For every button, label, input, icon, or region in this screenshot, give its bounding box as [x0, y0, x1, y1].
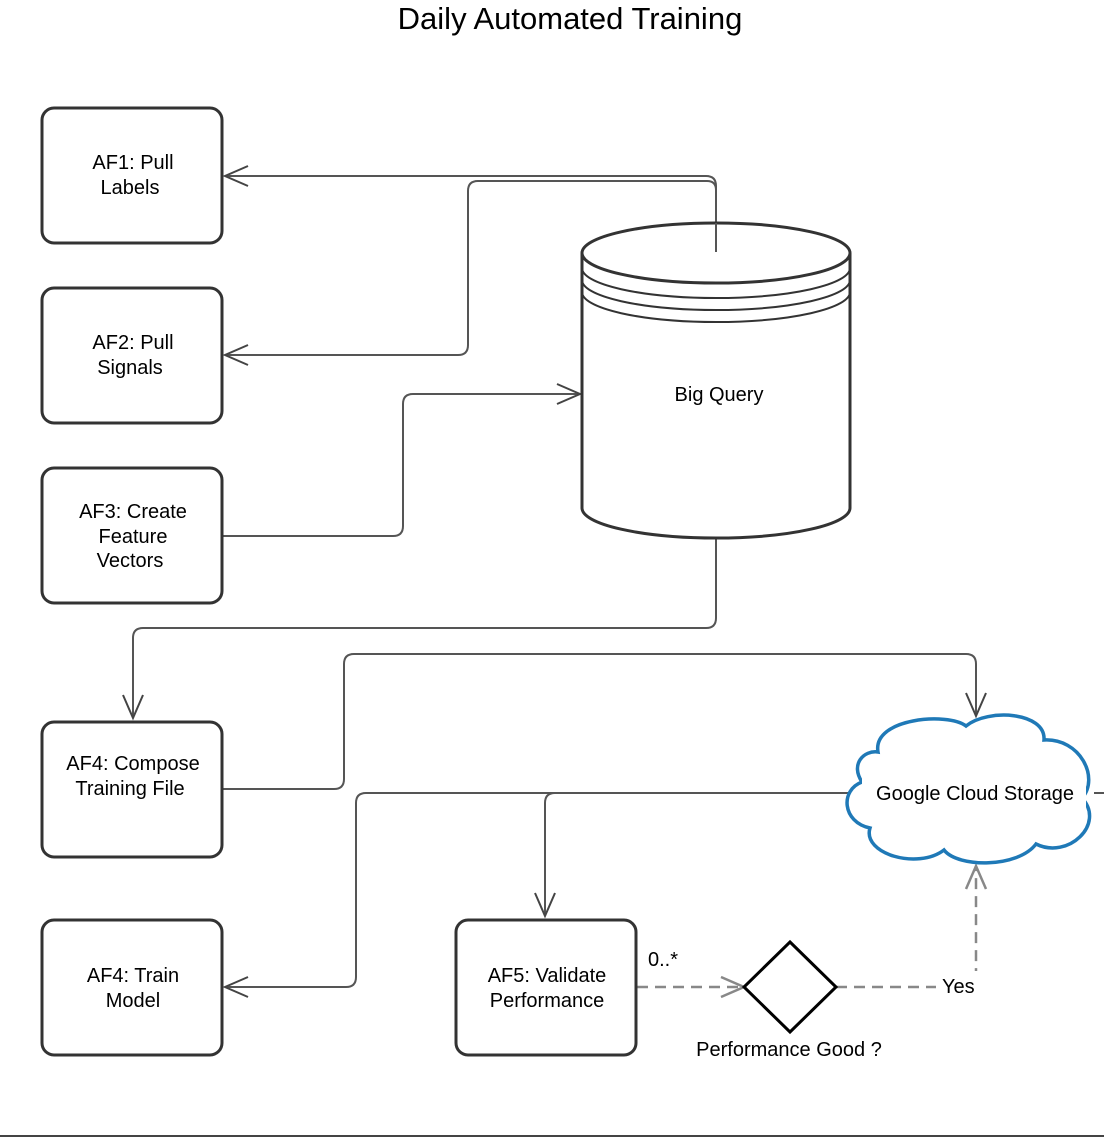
- edge-gcs-to-af5: [544, 792, 852, 916]
- af5-label-line1: AF5: Validate: [488, 965, 607, 987]
- decision-diamond: [741, 939, 839, 1035]
- gcs-label: Google Cloud Storage: [876, 783, 1074, 805]
- af1-pull-labels-node[interactable]: AF1: Pull Labels: [40, 106, 224, 245]
- yes-label: Yes: [942, 976, 975, 998]
- af5-validate-performance-node[interactable]: AF5: Validate Performance: [454, 918, 638, 1057]
- af1-box: [40, 106, 224, 245]
- cloud-label-background: [862, 777, 1086, 809]
- edge-gcs-to-af4-train-arrowhead: [222, 976, 249, 998]
- af2-label-line1: AF2: Pull: [92, 332, 173, 354]
- af3-label-line2: Feature: [99, 526, 168, 548]
- af4-train-box: [40, 918, 224, 1057]
- af3-create-feature-vectors-node[interactable]: AF3: Create Feature Vectors: [40, 466, 224, 605]
- yes-label-background: [936, 971, 982, 1001]
- af2-pull-signals-node[interactable]: AF2: Pull Signals: [40, 286, 224, 425]
- af3-label-line3: Vectors: [97, 550, 164, 572]
- bigquery-label: Big Query: [675, 384, 764, 406]
- edge-gcs-to-af5-arrowhead: [534, 892, 556, 919]
- af3-label-line1: AF3: Create: [79, 501, 187, 523]
- edge-bigquery-to-af2: [225, 180, 717, 356]
- edge-decision-to-gcs-arrowhead: [964, 862, 988, 890]
- bigquery-cylinder-ring-1: [581, 267, 851, 299]
- af4-compose-box: [40, 720, 224, 859]
- bigquery-cylinder-body: [580, 253, 852, 540]
- multiplicity-label: 0..*: [648, 949, 678, 971]
- af1-label-line1: AF1: Pull: [92, 152, 173, 174]
- edge-decision-to-gcs: [836, 866, 978, 989]
- af1-label-line2: Labels: [101, 177, 160, 199]
- bigquery-cylinder-ring-2: [581, 279, 851, 311]
- af4-compose-label-line2: Training File: [75, 778, 184, 800]
- decision-label: Performance Good ?: [696, 1039, 882, 1061]
- edge-bigquery-to-af1-arrowhead: [222, 165, 249, 187]
- af4-train-model-node[interactable]: AF4: Train Model: [40, 918, 224, 1057]
- af3-box: [40, 466, 224, 605]
- google-cloud-storage-node[interactable]: Google Cloud Storage: [845, 713, 1104, 865]
- diagram-title: Daily Automated Training: [398, 1, 743, 36]
- bigquery-database-node[interactable]: Big Query: [580, 221, 852, 540]
- bigquery-cylinder-ring-3: [581, 291, 851, 323]
- af4-train-label-line2: Model: [106, 990, 160, 1012]
- af5-label-line2: Performance: [490, 990, 605, 1012]
- edge-bigquery-to-af2-arrowhead: [222, 344, 249, 366]
- edge-bigquery-to-af4-compose: [132, 538, 717, 718]
- edge-bigquery-to-af4-compose-arrowhead: [122, 694, 144, 721]
- performance-decision-node[interactable]: Performance Good ?: [696, 939, 882, 1061]
- af4-compose-training-file-node[interactable]: AF4: Compose Training File: [40, 720, 224, 859]
- af5-box: [454, 918, 638, 1057]
- af2-label-line2: Signals: [97, 357, 163, 379]
- edge-af4-compose-to-gcs: [222, 653, 977, 790]
- af4-train-label-line1: AF4: Train: [87, 965, 179, 987]
- edge-af3-to-bigquery-arrowhead: [556, 383, 583, 405]
- edge-af3-to-bigquery: [222, 393, 580, 537]
- af2-box: [40, 286, 224, 425]
- edge-af4-compose-to-gcs-arrowhead: [965, 692, 987, 719]
- edge-gcs-to-af4-train: [225, 792, 852, 988]
- af4-compose-label-line1: AF4: Compose: [66, 753, 199, 775]
